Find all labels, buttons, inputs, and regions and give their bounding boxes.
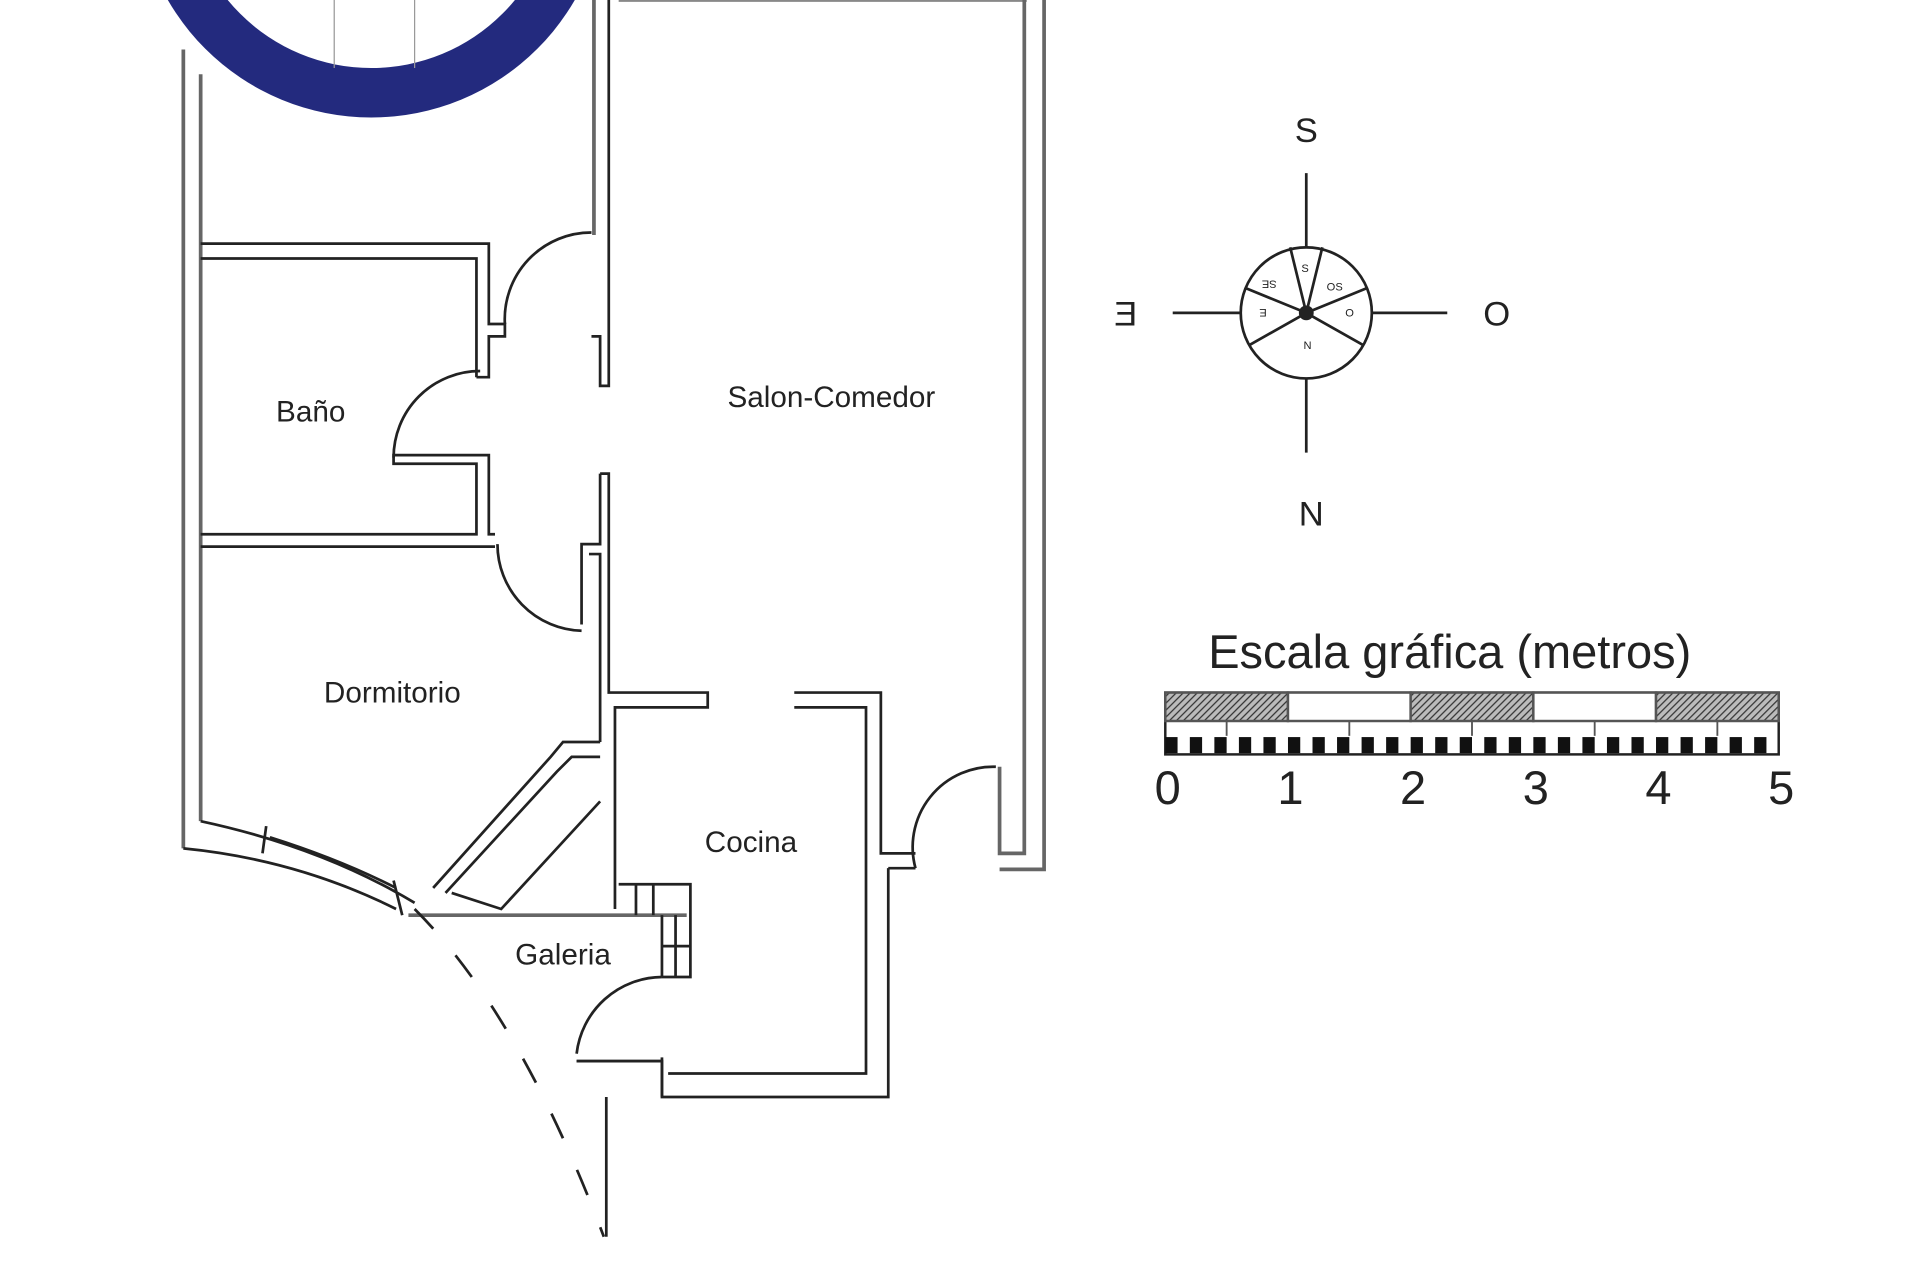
door-swings — [392, 231, 996, 1054]
scale-checker — [1287, 737, 1301, 754]
scale-checker — [1508, 737, 1522, 754]
scale-checker — [1238, 737, 1252, 754]
scale-segment — [1532, 691, 1658, 723]
scale-tick-label: 3 — [1523, 761, 1549, 814]
scale-checker — [1631, 737, 1644, 754]
scale-segment — [1409, 691, 1535, 723]
scale-checker — [1557, 737, 1571, 754]
compass-east-label: E — [1114, 295, 1137, 333]
scale-segment — [1654, 691, 1780, 723]
scale-tick-label: 2 — [1400, 761, 1426, 814]
scale-checker — [1337, 737, 1350, 754]
scale-checker — [1533, 737, 1546, 754]
room-label-salon-comedor: Salon-Comedor — [727, 381, 935, 414]
room-label-dormitorio: Dormitorio — [324, 676, 461, 709]
scale-tick-label: 1 — [1277, 761, 1303, 814]
scale-checker — [1386, 737, 1399, 754]
room-label-bano: Baño — [276, 396, 345, 429]
compass-inner-se: SE — [1262, 278, 1277, 290]
walls — [181, 0, 1046, 1238]
scale-checker — [1680, 737, 1693, 754]
scale-tick-label: 4 — [1645, 761, 1671, 814]
scale-checker — [1754, 737, 1767, 754]
room-label-cocina: Cocina — [705, 826, 798, 859]
scale-checker — [1705, 737, 1718, 754]
compass-inner-n: N — [1303, 340, 1311, 352]
scale-checker — [1189, 737, 1203, 754]
compass-north-label: N — [1299, 496, 1324, 534]
compass-inner-s: S — [1301, 263, 1308, 275]
scale-checker — [1312, 737, 1325, 754]
scale-segment — [1164, 691, 1290, 723]
scale-checker — [1656, 737, 1669, 754]
compass-inner-e: E — [1259, 306, 1266, 318]
scale-checker — [1729, 737, 1742, 754]
compass-west-label: O — [1483, 295, 1510, 333]
scale-checker — [1484, 737, 1497, 754]
scale-checker — [1410, 737, 1423, 754]
room-label-galeria: Galeria — [515, 939, 611, 972]
scale-checker — [1606, 737, 1620, 754]
scale-title: Escala gráfica (metros) — [1208, 625, 1691, 678]
scale-checker — [1263, 737, 1276, 754]
compass-rose: S OS SE E O N S N E O — [1114, 112, 1510, 533]
scale-checker — [1435, 737, 1448, 754]
scale-checker — [1361, 737, 1374, 754]
scale-tick-label: 0 — [1155, 761, 1181, 814]
scale-checker — [1459, 737, 1472, 754]
scale-checker — [1214, 737, 1227, 754]
compass-south-label: S — [1295, 112, 1318, 150]
scale-segment — [1286, 691, 1412, 723]
scale-bar: Escala gráfica (metros) 0 1 2 3 4 5 — [1155, 625, 1795, 814]
scale-checker — [1582, 737, 1595, 754]
compass-inner-so: OS — [1327, 282, 1343, 294]
scale-checker — [1165, 737, 1178, 754]
scale-tick-label: 5 — [1768, 761, 1794, 814]
compass-inner-o: O — [1345, 308, 1354, 320]
